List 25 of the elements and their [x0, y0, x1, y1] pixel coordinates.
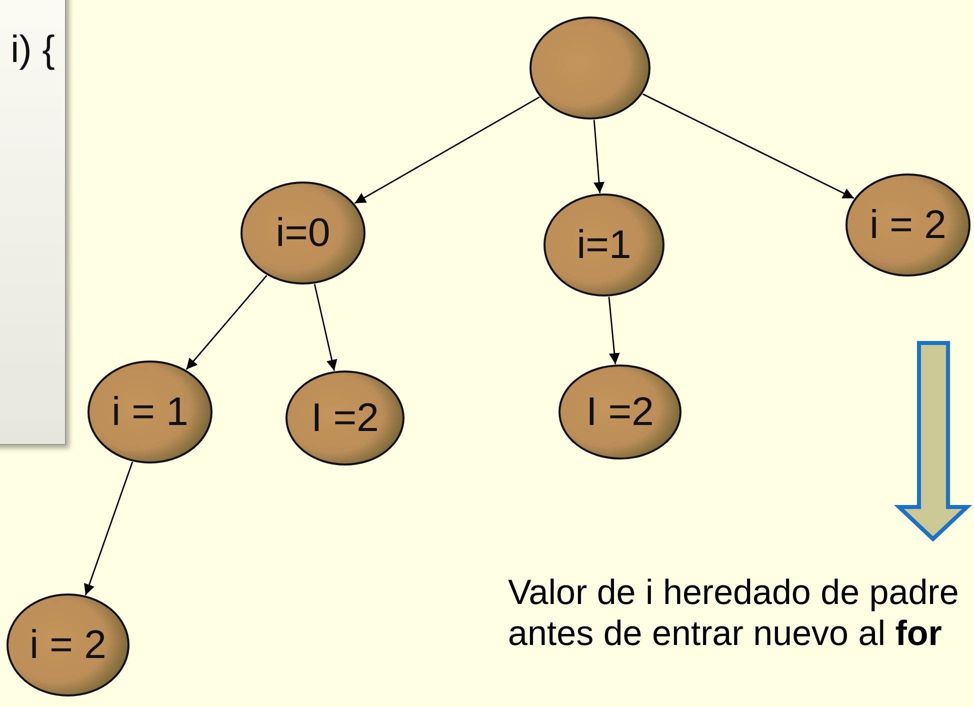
tree-node-ellipse [87, 360, 213, 464]
arrow [642, 93, 854, 199]
arrow [608, 296, 620, 364]
node-label: I =2 [311, 396, 379, 440]
node-label: i = 2 [30, 622, 106, 668]
node-label: I =2 [586, 390, 654, 434]
tree-node-ellipse [558, 364, 682, 460]
node-label: i = 2 [870, 202, 946, 248]
node-label: i) { [10, 29, 55, 72]
code-panel [0, 0, 66, 445]
tree-node-ellipse [543, 193, 665, 297]
tree-node-ellipse [845, 173, 971, 277]
arrow [314, 284, 338, 371]
node-label: i=1 [576, 222, 632, 268]
arrow [84, 462, 134, 596]
tree-node-ellipse [285, 370, 405, 466]
tree-node-ellipse [6, 593, 130, 697]
node-label: i=0 [276, 210, 330, 256]
arrow [354, 96, 540, 204]
note-text: Valor de i heredado de padre antes de entrar nuevo al for [508, 572, 960, 654]
tree-node-ellipse [529, 16, 651, 120]
arrow [593, 120, 604, 194]
node-label: i = 1 [112, 390, 188, 434]
arrow [186, 275, 268, 370]
tree-node-ellipse [240, 181, 366, 285]
